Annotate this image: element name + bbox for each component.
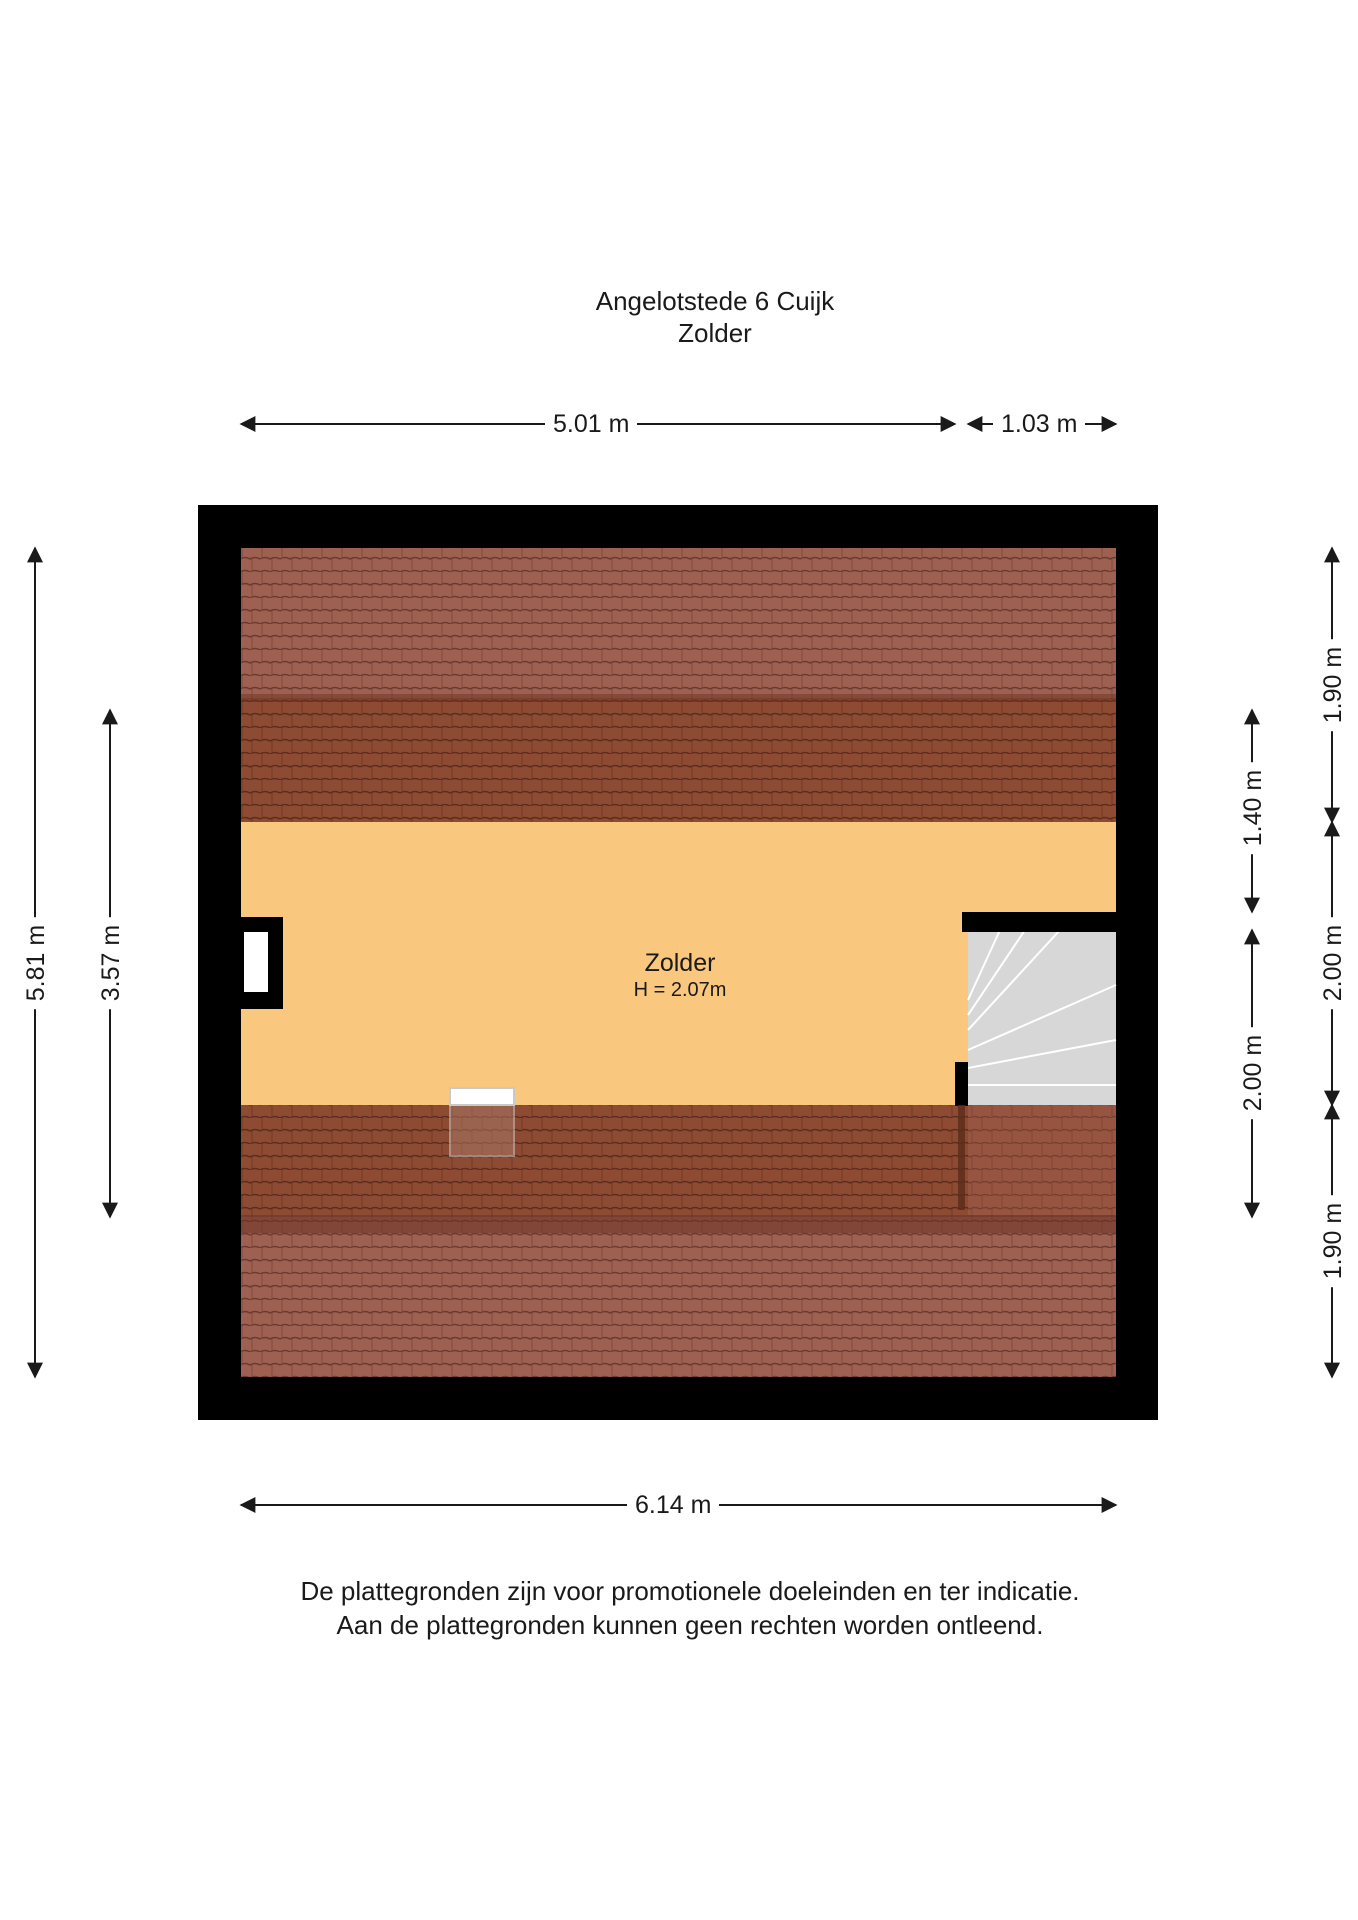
dim-right-inner-bottom: 2.00 m [1238, 1026, 1268, 1120]
roof-bottom-outer [241, 1217, 1116, 1377]
roof-top-outer [241, 548, 1116, 698]
dim-right-inner-top: 1.40 m [1238, 761, 1268, 855]
roof-top-inner [241, 698, 1116, 822]
dim-top-side: 1.03 m [993, 409, 1086, 439]
disclaimer-line-2: Aan de plattegronden kunnen geen rechten… [336, 1610, 1044, 1640]
dim-right-outer-bottom: 1.90 m [1318, 1194, 1348, 1288]
dim-left-outer: 5.81 m [21, 916, 51, 1010]
roof-bottom-inner [241, 1105, 1116, 1217]
plan-address: Angelotstede 6 Cuijk [595, 286, 835, 316]
dim-left-inner: 3.57 m [96, 916, 126, 1010]
room-name: Zolder [644, 949, 716, 977]
disclaimer-line-1: De plattegronden zijn voor promotionele … [300, 1576, 1080, 1606]
stair-wall-top [962, 912, 1116, 932]
stair-wall-side [955, 1062, 968, 1106]
dim-right-outer-top: 1.90 m [1318, 638, 1348, 732]
room-height: H = 2.07m [633, 979, 727, 1001]
room-label: Zolder H = 2.07m [560, 948, 800, 1002]
stair-steps [967, 929, 1117, 1086]
dim-right-outer-mid: 2.00 m [1318, 916, 1348, 1010]
dim-top-main: 5.01 m [545, 409, 638, 439]
floor-name: Zolder [678, 318, 752, 348]
dim-bottom: 6.14 m [627, 1490, 720, 1520]
